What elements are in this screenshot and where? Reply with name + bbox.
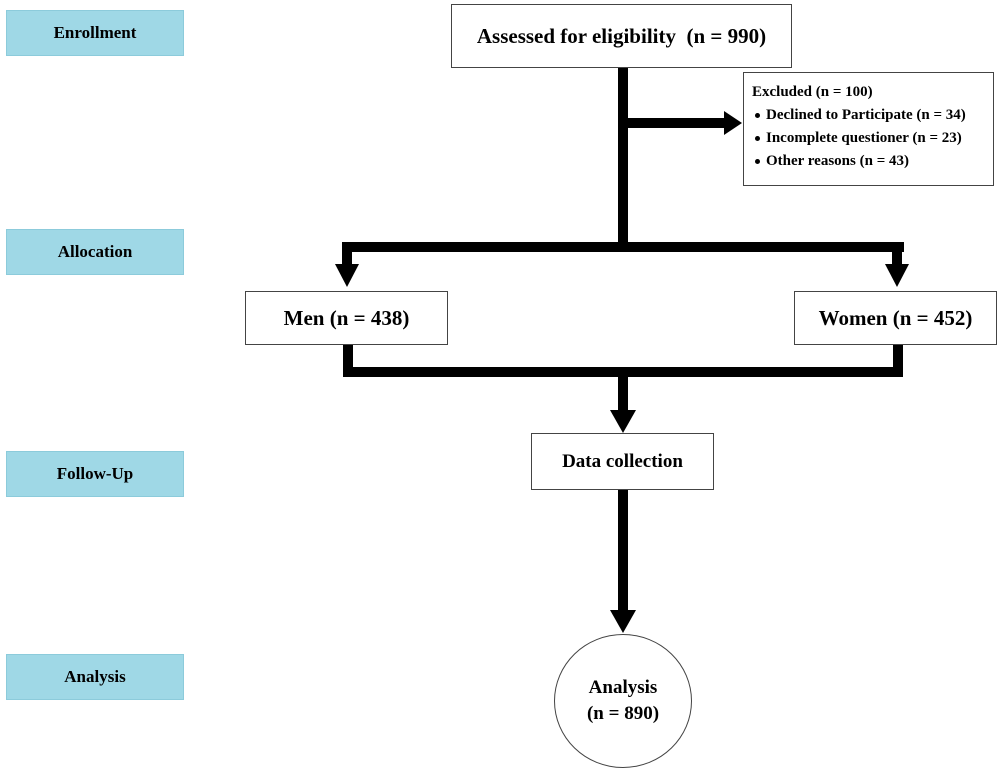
men-arrowhead <box>335 264 359 287</box>
data-collection-box: Data collection <box>531 433 714 490</box>
data-collection-arrowhead <box>610 410 636 433</box>
women-arrowhead <box>885 264 909 287</box>
analysis-drop-line <box>618 490 628 612</box>
excluded-reason-item: Incomplete questioner (n = 23) <box>752 127 985 150</box>
bullet-icon <box>755 136 760 141</box>
excluded-reason-item: Other reasons (n = 43) <box>752 150 985 173</box>
excluded-reason-item: Declined to Participate (n = 34) <box>752 104 985 127</box>
excluded-box: Excluded (n = 100) Declined to Participa… <box>743 72 994 186</box>
analysis-count: (n = 890) <box>586 703 660 724</box>
women-drop-line <box>892 242 902 266</box>
assessed-eligibility-box: Assessed for eligibility (n = 990) <box>451 4 792 68</box>
men-drop-line <box>342 242 352 266</box>
excluded-arrowhead <box>724 111 742 135</box>
stage-analysis: Analysis <box>6 654 184 700</box>
men-box: Men (n = 438) <box>245 291 448 345</box>
women-merge-line <box>893 345 903 377</box>
excluded-reasons-list: Declined to Participate (n = 34) Incompl… <box>752 104 985 173</box>
bullet-icon <box>755 113 760 118</box>
bullet-icon <box>755 159 760 164</box>
stage-follow-up: Follow-Up <box>6 451 184 497</box>
analysis-circle: Analysis (n = 890) <box>554 634 692 768</box>
women-box: Women (n = 452) <box>794 291 997 345</box>
analysis-label: Analysis <box>588 677 658 698</box>
merge-drop-line <box>618 367 628 413</box>
excluded-title: Excluded (n = 100) <box>752 84 873 100</box>
stage-enrollment: Enrollment <box>6 10 184 56</box>
excluded-reason-label: Incomplete questioner (n = 23) <box>766 130 962 146</box>
stage-allocation: Allocation <box>6 229 184 275</box>
trunk-line <box>618 68 628 250</box>
allocation-split-line <box>342 242 904 252</box>
excluded-reason-label: Other reasons (n = 43) <box>766 153 909 169</box>
excluded-reason-label: Declined to Participate (n = 34) <box>766 107 966 123</box>
analysis-arrowhead <box>610 610 636 633</box>
excluded-branch-line <box>618 118 726 128</box>
men-merge-line <box>343 345 353 377</box>
